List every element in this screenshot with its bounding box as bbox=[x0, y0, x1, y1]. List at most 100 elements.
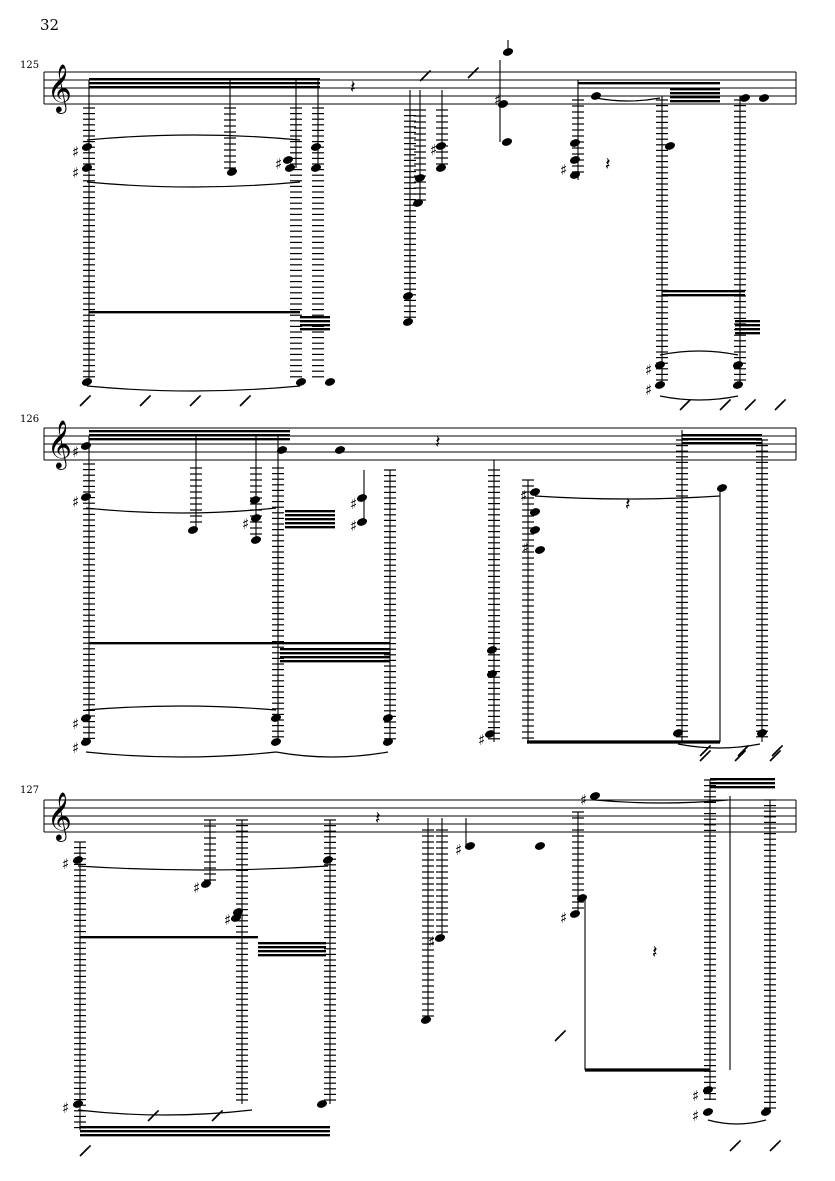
tremolo-stroke bbox=[776, 749, 782, 755]
beam bbox=[662, 290, 745, 293]
note-head bbox=[356, 494, 368, 502]
tie bbox=[595, 97, 661, 102]
sharp-sign: ♯ bbox=[430, 141, 437, 159]
note-head bbox=[716, 484, 728, 492]
tremolo-stroke bbox=[154, 1109, 160, 1115]
tie bbox=[275, 751, 389, 758]
sharp-sign: ♯ bbox=[350, 517, 357, 535]
note-head bbox=[664, 142, 676, 150]
sharp-sign: ♯ bbox=[72, 443, 79, 461]
beam bbox=[258, 942, 326, 945]
sharp-sign: ♯ bbox=[350, 495, 357, 513]
beam bbox=[285, 510, 335, 513]
beam bbox=[89, 82, 320, 85]
note-head bbox=[534, 546, 546, 554]
sharp-sign: ♯ bbox=[72, 739, 79, 757]
tie bbox=[707, 1119, 767, 1125]
sharp-sign: ♯ bbox=[72, 164, 79, 182]
note-head bbox=[502, 48, 514, 56]
note-head bbox=[402, 292, 414, 300]
note-head bbox=[529, 488, 541, 496]
note-head bbox=[732, 361, 744, 369]
rest-symbol: 𝄽 bbox=[435, 432, 441, 453]
note-head bbox=[497, 100, 509, 108]
tie bbox=[85, 705, 277, 711]
note-head bbox=[702, 1108, 714, 1116]
sharp-sign: ♯ bbox=[428, 933, 435, 951]
beam bbox=[89, 434, 290, 437]
note-head bbox=[654, 381, 666, 389]
tremolo-stroke bbox=[778, 744, 784, 750]
measure-number-125: 125 bbox=[20, 60, 40, 71]
sharp-sign: ♯ bbox=[62, 1099, 69, 1117]
sharp-sign: ♯ bbox=[224, 911, 231, 929]
note-head bbox=[534, 842, 546, 850]
beam bbox=[285, 518, 335, 521]
note-head bbox=[334, 446, 346, 454]
tremolo-stroke bbox=[781, 398, 787, 404]
note-head bbox=[81, 164, 93, 172]
tremolo-stroke bbox=[744, 744, 750, 750]
tremolo-stroke bbox=[706, 744, 712, 750]
tie bbox=[77, 865, 329, 871]
note-head bbox=[232, 908, 244, 916]
beam bbox=[89, 86, 320, 89]
rest-symbol: 𝄽 bbox=[350, 77, 356, 98]
note-head bbox=[732, 381, 744, 389]
sharp-sign: ♯ bbox=[560, 161, 567, 179]
tie bbox=[86, 181, 301, 188]
beam bbox=[670, 100, 720, 103]
note-head bbox=[702, 1086, 714, 1094]
note-head bbox=[324, 378, 336, 386]
beam bbox=[682, 438, 762, 441]
tie bbox=[659, 350, 739, 356]
beam bbox=[285, 514, 335, 517]
sharp-sign: ♯ bbox=[275, 155, 282, 173]
beam bbox=[682, 442, 762, 445]
sharp-sign: ♯ bbox=[72, 143, 79, 161]
tremolo-stroke bbox=[561, 1029, 567, 1035]
sharp-sign: ♯ bbox=[72, 493, 79, 511]
tremolo-stroke bbox=[426, 69, 432, 75]
note-head bbox=[576, 894, 588, 902]
beam bbox=[300, 316, 330, 319]
tie bbox=[85, 507, 277, 514]
note-head bbox=[420, 1016, 432, 1024]
rest-symbol: 𝄽 bbox=[625, 494, 631, 515]
note-head bbox=[569, 171, 581, 179]
note-head bbox=[435, 164, 447, 172]
tie bbox=[659, 395, 739, 401]
note-head bbox=[187, 526, 199, 534]
sharp-sign: ♯ bbox=[560, 909, 567, 927]
beam bbox=[280, 652, 390, 655]
note-head bbox=[81, 143, 93, 151]
note-head bbox=[80, 442, 92, 450]
sharp-sign: ♯ bbox=[580, 791, 587, 809]
beam bbox=[670, 92, 720, 95]
note-head bbox=[282, 156, 294, 164]
tie bbox=[86, 385, 301, 392]
note-head bbox=[249, 496, 261, 504]
beam bbox=[300, 324, 330, 327]
beam bbox=[89, 430, 290, 433]
tremolo-stroke bbox=[146, 394, 152, 400]
tie bbox=[677, 743, 761, 749]
beam bbox=[280, 648, 390, 651]
note-head bbox=[276, 446, 288, 454]
sharp-sign: ♯ bbox=[520, 487, 527, 505]
tremolo-stroke bbox=[736, 1139, 742, 1145]
note-head bbox=[270, 738, 282, 746]
tremolo-stroke bbox=[686, 398, 692, 404]
note-head bbox=[72, 1100, 84, 1108]
sharp-sign: ♯ bbox=[494, 91, 501, 109]
note-head bbox=[412, 199, 424, 207]
beam bbox=[735, 332, 760, 335]
note-head bbox=[200, 880, 212, 888]
note-head bbox=[382, 714, 394, 722]
note-head bbox=[316, 1100, 328, 1108]
note-head bbox=[356, 518, 368, 526]
tremolo-stroke bbox=[86, 1144, 92, 1150]
note-head bbox=[434, 934, 446, 942]
